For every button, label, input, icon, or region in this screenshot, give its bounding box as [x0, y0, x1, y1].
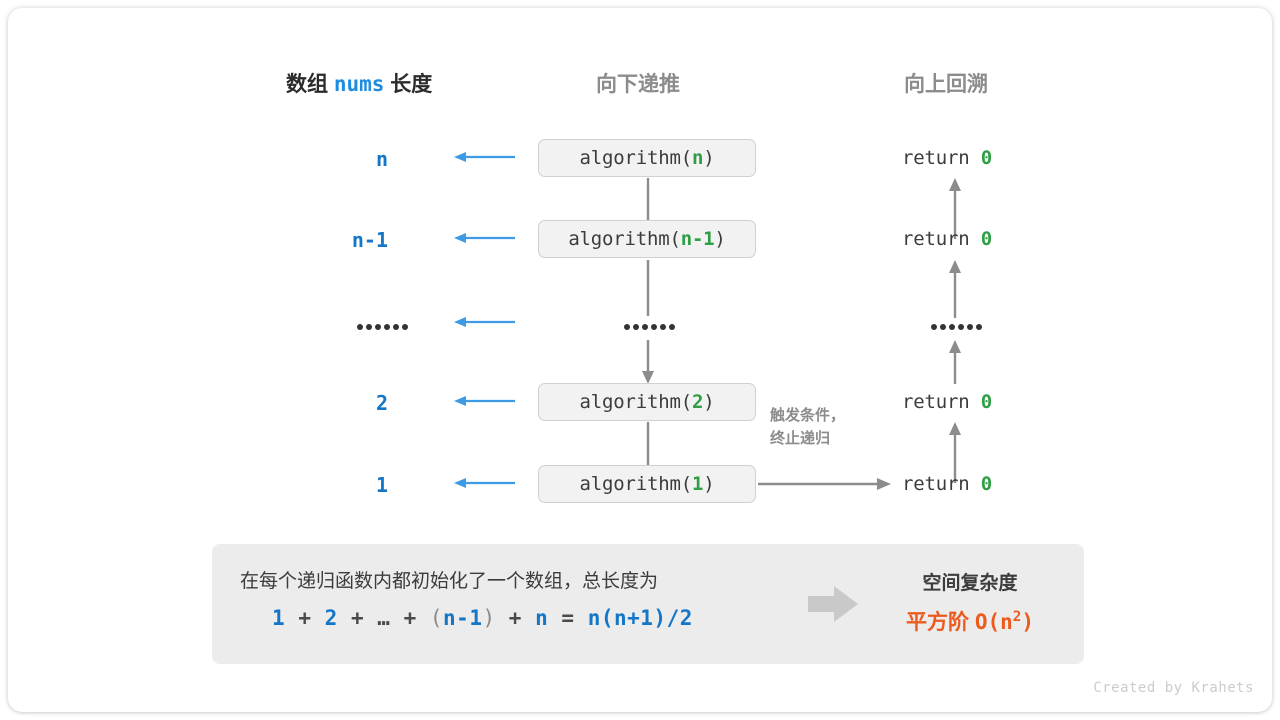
- algo-call-arg: n-1: [680, 228, 715, 250]
- diagram-canvas: 数组 nums 长度 向下递推 向上回溯 n algorithm(n) retu…: [8, 8, 1272, 712]
- algorithm-box-row-3[interactable]: algorithm(2): [538, 383, 756, 421]
- summary-panel: 在每个递归函数内都初始化了一个数组，总长度为 1 + 2 + … + (n-1)…: [212, 544, 1084, 664]
- blue-arrow-row-2: [454, 317, 515, 327]
- return-keyword: return: [902, 147, 970, 169]
- algo-call-suffix: ): [703, 147, 715, 169]
- algo-call-prefix: algorithm(: [579, 473, 693, 495]
- formula-term-4: n: [535, 606, 549, 630]
- return-keyword: return: [902, 391, 970, 413]
- formula-op-3: +: [403, 606, 417, 630]
- algo-call-arg: 1: [691, 473, 704, 495]
- return-row-0: return 0: [902, 147, 992, 169]
- up-arrow-1-to-0: [949, 178, 961, 239]
- algorithm-box-row-1[interactable]: algorithm(n-1): [538, 220, 756, 258]
- block-arrow-right-icon: [808, 586, 858, 622]
- blue-arrow-row-4: [454, 478, 515, 488]
- return-value: 0: [980, 473, 992, 495]
- blue-arrow-row-3: [454, 396, 515, 406]
- return-keyword: return: [902, 473, 970, 495]
- summary-description: 在每个递归函数内都初始化了一个数组，总长度为: [240, 571, 659, 592]
- array-length-row-0: n: [375, 147, 388, 171]
- formula-term-2: 2: [324, 606, 338, 630]
- complexity-title: 空间复杂度: [922, 573, 1018, 594]
- header-array-length: 数组 nums 长度: [286, 68, 432, 98]
- return-value: 0: [980, 391, 992, 413]
- blue-arrow-row-1: [454, 233, 515, 243]
- header-array-suffix: 长度: [390, 73, 433, 96]
- down-arrow-1-to-dots: [646, 260, 650, 316]
- algo-call-suffix: ): [714, 228, 726, 250]
- complexity-big-o: O(n2): [974, 609, 1035, 634]
- formula-term-3: n-1: [443, 606, 483, 630]
- algo-call-prefix: algorithm(: [568, 228, 681, 250]
- return-row-3: return 0: [902, 391, 992, 413]
- algorithm-box-row-0[interactable]: algorithm(n): [538, 139, 756, 177]
- algo-call-arg: 2: [691, 391, 704, 413]
- formula-result: n(n+1)/2: [587, 606, 693, 630]
- return-row-2-dots: [931, 324, 982, 330]
- header-array-nums: nums: [333, 72, 385, 96]
- array-length-row-2-dots: [357, 324, 408, 330]
- algo-call-prefix: algorithm(: [579, 147, 693, 169]
- return-row-1: return 0: [902, 228, 992, 250]
- formula-rparen: ): [482, 606, 496, 630]
- formula-op-4: +: [508, 606, 522, 630]
- formula-ellipsis: …: [377, 606, 391, 630]
- big-o-close: ): [1021, 610, 1035, 634]
- formula-lparen: (: [429, 606, 444, 630]
- big-o-exponent: 2: [1012, 609, 1022, 625]
- trigger-note-line1: 触发条件，: [770, 407, 846, 424]
- algo-call-suffix: ): [703, 473, 715, 495]
- formula-op-2: +: [350, 606, 365, 630]
- return-value: 0: [980, 228, 992, 250]
- header-backtrack-up: 向上回溯: [904, 73, 988, 96]
- formula-op-1: +: [298, 606, 312, 630]
- up-arrow-dots-to-1: [949, 260, 961, 318]
- return-value: 0: [980, 147, 992, 169]
- trigger-condition-note: 触发条件， 终止递归: [770, 404, 845, 451]
- up-arrow-4-to-3: [949, 422, 961, 483]
- summary-formula: 1 + 2 + … + (n-1) + n = n(n+1)/2: [272, 606, 693, 630]
- complexity-order-label: 平方阶: [905, 611, 969, 634]
- down-arrow-dots-to-3: [642, 340, 654, 384]
- formula-equals: =: [561, 606, 575, 630]
- algo-call-suffix: ): [703, 391, 715, 413]
- header-recurse-down: 向下递推: [596, 73, 680, 96]
- header-array-prefix: 数组: [286, 73, 328, 96]
- algo-call-prefix: algorithm(: [579, 391, 693, 413]
- algo-call-arg: n: [691, 147, 704, 169]
- return-keyword: return: [902, 228, 970, 250]
- return-row-4: return 0: [902, 473, 992, 495]
- complexity-value: 平方阶 O(n2): [860, 606, 1080, 636]
- array-length-row-1: n-1: [351, 228, 388, 252]
- trigger-note-line2: 终止递归: [770, 430, 831, 448]
- blue-arrow-row-0: [454, 152, 515, 162]
- horizontal-arrow-base-case: [758, 478, 891, 490]
- up-arrow-3-to-dots: [949, 340, 961, 384]
- array-length-row-4: 1: [375, 473, 388, 497]
- big-o-prefix: O(n: [974, 610, 1013, 634]
- array-length-row-3: 2: [375, 391, 388, 415]
- algorithm-box-row-4[interactable]: algorithm(1): [538, 465, 756, 503]
- credit-text: Created by Krahets: [1093, 680, 1254, 696]
- formula-term-1: 1: [272, 606, 286, 630]
- algorithm-row-2-dots: [624, 324, 675, 330]
